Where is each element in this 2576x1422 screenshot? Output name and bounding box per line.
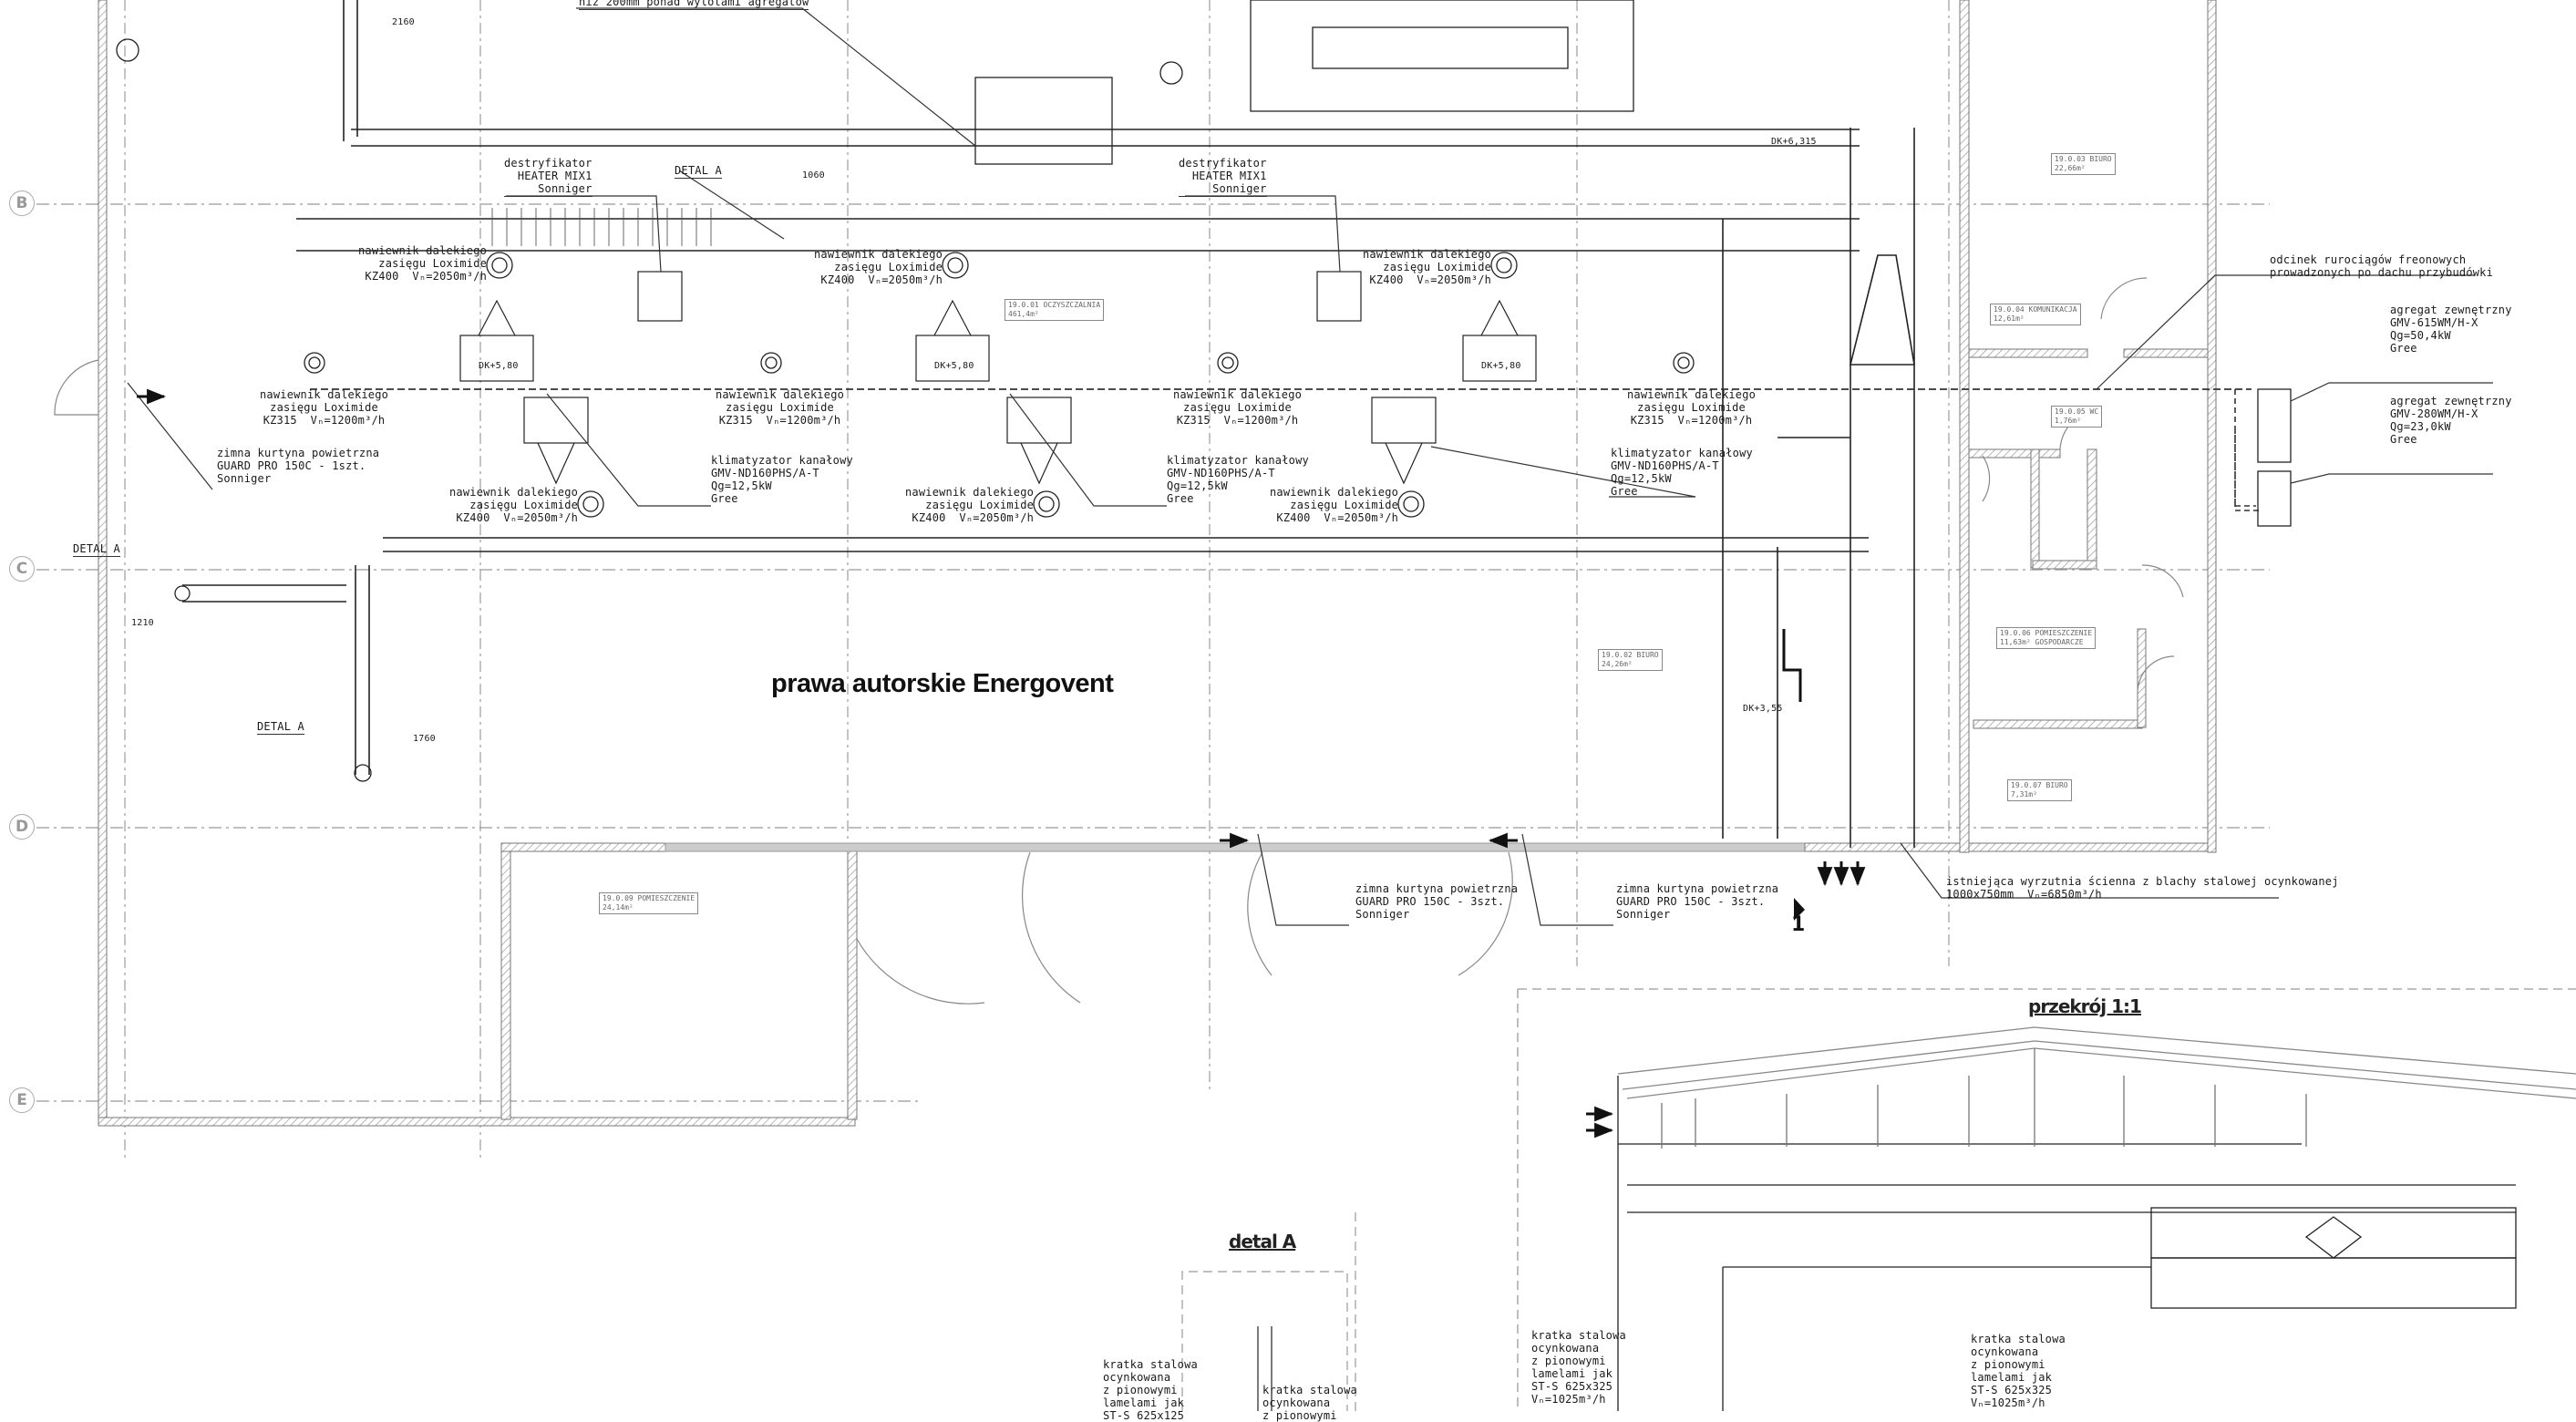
air-curtain-label: zimna kurtyna powietrzna GUARD PRO 150C … — [1355, 882, 1519, 921]
outdoor-units — [2257, 388, 2292, 527]
section-view — [1517, 988, 2576, 1411]
room-tag: 19.0.09 POMIESZCZENIE 24,14m² — [599, 892, 699, 914]
destratifier-units — [637, 271, 1362, 322]
grille-label: kratka stalowa ocynkowana z pionowymi la… — [1531, 1329, 1626, 1406]
detal-a-label: DETAL A — [675, 164, 722, 179]
level-dk-355: DK+3,55 — [1743, 704, 1783, 714]
column-grid — [124, 0, 1950, 1158]
destratifier-label: destryfikator HEATER MIX1 Sonniger — [504, 157, 592, 197]
grille-label: kratka stalowa ocynkowana z pionowymi — [1262, 1384, 1357, 1422]
stair-symbol — [1782, 629, 1802, 702]
ac-unit-label: klimatyzator kanałowy GMV-ND160PHS/A-T Q… — [711, 454, 853, 505]
nozzle-label-kz400: nawiewnik dalekiego zasięgu Loximide KZ4… — [814, 248, 943, 286]
detail-a-duct — [1257, 1326, 1273, 1411]
level-dk-6315: DK+6,315 — [1771, 137, 1817, 147]
nozzle-label-kz315: nawiewnik dalekiego zasięgu Loximide KZ3… — [1173, 388, 1303, 427]
detal-a-label: DETAL A — [73, 542, 120, 557]
nozzle-label-kz315: nawiewnik dalekiego zasięgu Loximide KZ3… — [716, 388, 845, 427]
axis-marker-e: E — [9, 1087, 35, 1113]
level-dk-580: DK+5,80 — [934, 361, 974, 371]
grille-label: kratka stalowa ocynkowana z pionowymi la… — [1971, 1333, 2066, 1409]
dimension-2160: 2160 — [392, 17, 415, 27]
nozzle-label-kz400: nawiewnik dalekiego zasięgu Loximide KZ4… — [905, 486, 1035, 524]
dimension-1760: 1760 — [413, 734, 436, 744]
room-tag: 19.0.03 BIURO 22,66m² — [2051, 153, 2116, 175]
axis-marker-c: C — [9, 556, 35, 582]
refrigerant-riser — [2234, 389, 2261, 511]
airflow-arrows — [137, 388, 1866, 1139]
copyright-watermark: prawa autorskie Energovent — [771, 669, 1114, 698]
detail-a-frame — [1181, 1212, 1356, 1411]
room-tag: 19.0.04 KOMUNIKACJA 12,61m² — [1990, 304, 2081, 325]
ac-unit-label: klimatyzator kanałowy GMV-ND160PHS/A-T Q… — [1167, 454, 1309, 505]
hatched-fins — [491, 208, 712, 246]
destratifier-label: destryfikator HEATER MIX1 Sonniger — [1179, 157, 1267, 197]
axis-marker-d: D — [9, 814, 35, 840]
room-tag: 19.0.01 OCZYSZCZALNIA 461,4m² — [1005, 299, 1105, 321]
dimension-1060: 1060 — [802, 170, 825, 180]
refrigerant-note: odcinek rurociągów freonowych prowadzony… — [2270, 253, 2494, 279]
section-marker: 1 — [1791, 913, 1806, 936]
nozzle-label-kz315: nawiewnik dalekiego zasięgu Loximide KZ3… — [260, 388, 389, 427]
level-dk-580: DK+5,80 — [479, 361, 519, 371]
axis-marker-b: B — [9, 191, 35, 216]
level-dk-580: DK+5,80 — [1481, 361, 1521, 371]
air-curtain-label: zimna kurtyna powietrzna GUARD PRO 150C … — [1616, 882, 1779, 921]
doors — [54, 277, 2184, 1005]
ahu-top — [974, 0, 1634, 165]
wall-outlet-label: istniejąca wyrzutnia ścienna z blachy st… — [1946, 875, 2339, 901]
room-tag: 19.0.06 POMIESZCZENIE 11,63m² GOSPODARCZ… — [1996, 627, 2097, 649]
nozzle-symbols — [116, 38, 1695, 782]
nozzle-label-kz400: nawiewnik dalekiego zasięgu Loximide KZ4… — [449, 486, 579, 524]
ductwork — [182, 0, 1915, 848]
building-walls — [98, 0, 2217, 1127]
room-tag: 19.0.07 BIURO 7,31m² — [2007, 779, 2072, 801]
ac-unit-label: klimatyzator kanałowy GMV-ND160PHS/A-T Q… — [1611, 447, 1753, 498]
air-curtain-label: zimna kurtyna powietrzna GUARD PRO 150C … — [217, 447, 380, 485]
nozzle-label-kz400: nawiewnik dalekiego zasięgu Loximide KZ4… — [1270, 486, 1399, 524]
room-tag: 19.0.02 BIURO 24,26m² — [1598, 649, 1663, 671]
nozzle-label-kz315: nawiewnik dalekiego zasięgu Loximide KZ3… — [1627, 388, 1757, 427]
section-cut-marker — [1794, 898, 1805, 921]
outdoor-unit-label: agregat zewnętrzny GMV-280WM/H-X Qg=23,0… — [2390, 395, 2512, 446]
nozzle-label-kz400: nawiewnik dalekiego zasięgu Loximide KZ4… — [1363, 248, 1492, 286]
dimension-1210: 1210 — [131, 618, 154, 628]
axis-grid — [36, 203, 2270, 1102]
top-note: niż 200mm ponad wylotami agregatów — [579, 0, 809, 10]
nozzle-label-kz400: nawiewnik dalekiego zasięgu Loximide KZ4… — [358, 244, 488, 283]
detal-a-label: DETAL A — [257, 720, 304, 735]
detail-a-title: detal A — [1229, 1231, 1296, 1252]
room-tag: 19.0.05 WC 1,76m² — [2051, 406, 2103, 428]
ac-indoor-units — [459, 299, 1537, 485]
grille-label: kratka stalowa ocynkowana z pionowymi la… — [1103, 1358, 1198, 1422]
section-title: przekrój 1:1 — [2028, 995, 2142, 1017]
outdoor-unit-label: agregat zewnętrzny GMV-615WM/H-X Qg=50,4… — [2390, 304, 2512, 355]
